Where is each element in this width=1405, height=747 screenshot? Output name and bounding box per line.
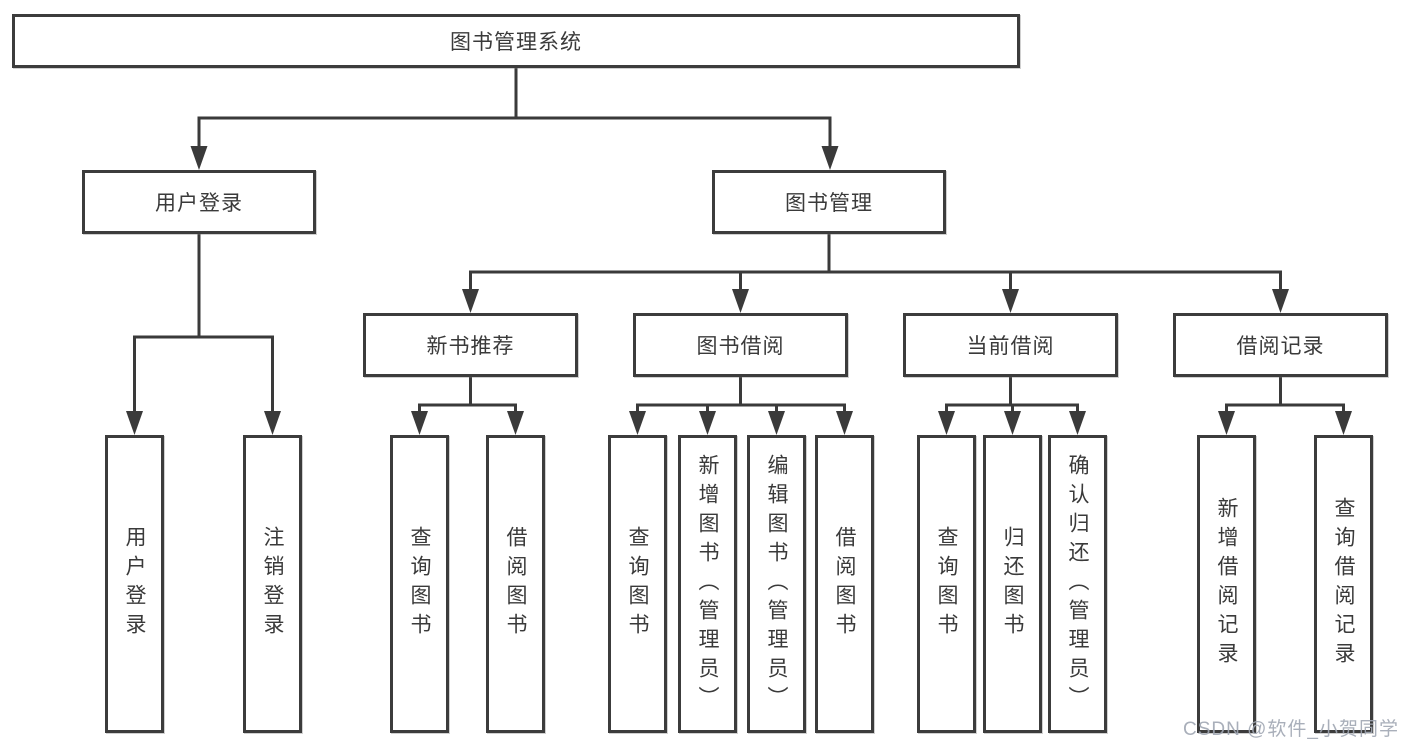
node-library-system: 图书管理系统 — [12, 14, 1020, 68]
leaf-return-books: 归还图书 — [983, 435, 1042, 733]
leaf-edit-book-admin-label: 编辑图书（管理员） — [765, 453, 788, 715]
node-new-book-recommend-label: 新书推荐 — [426, 335, 515, 358]
leaf-user-login: 用户登录 — [105, 435, 164, 733]
node-library-system-label: 图书管理系统 — [450, 31, 582, 54]
leaf-borrow-books-recommend: 借阅图书 — [486, 435, 545, 733]
leaf-user-login-label: 用户登录 — [123, 526, 146, 642]
leaf-confirm-return-admin-label: 确认归还（管理员） — [1066, 453, 1089, 715]
leaf-query-books-current: 查询图书 — [917, 435, 976, 733]
node-borrow-records: 借阅记录 — [1173, 313, 1388, 377]
leaf-query-books-recommend: 查询图书 — [390, 435, 449, 733]
leaf-query-books-borrow-label: 查询图书 — [626, 526, 649, 642]
leaf-borrow-books-recommend-label: 借阅图书 — [504, 526, 527, 642]
node-book-borrow-label: 图书借阅 — [696, 335, 785, 358]
node-user-login: 用户登录 — [82, 170, 316, 234]
leaf-query-borrow-record: 查询借阅记录 — [1314, 435, 1373, 733]
node-new-book-recommend: 新书推荐 — [363, 313, 578, 377]
node-current-borrow-label: 当前借阅 — [966, 335, 1055, 358]
node-book-borrow: 图书借阅 — [633, 313, 848, 377]
node-current-borrow: 当前借阅 — [903, 313, 1118, 377]
leaf-edit-book-admin: 编辑图书（管理员） — [747, 435, 806, 733]
leaf-query-books-borrow: 查询图书 — [608, 435, 667, 733]
node-borrow-records-label: 借阅记录 — [1236, 335, 1325, 358]
leaf-logout: 注销登录 — [243, 435, 302, 733]
leaf-borrow-books: 借阅图书 — [815, 435, 874, 733]
leaf-query-books-current-label: 查询图书 — [935, 526, 958, 642]
leaf-query-borrow-record-label: 查询借阅记录 — [1332, 497, 1355, 671]
leaf-add-borrow-record: 新增借阅记录 — [1197, 435, 1256, 733]
leaf-return-books-label: 归还图书 — [1001, 526, 1024, 642]
node-book-management: 图书管理 — [712, 170, 946, 234]
leaf-add-book-admin-label: 新增图书（管理员） — [696, 453, 719, 715]
leaf-query-books-recommend-label: 查询图书 — [408, 526, 431, 642]
leaf-borrow-books-label: 借阅图书 — [833, 526, 856, 642]
leaf-confirm-return-admin: 确认归还（管理员） — [1048, 435, 1107, 733]
leaf-add-book-admin: 新增图书（管理员） — [678, 435, 737, 733]
csdn-watermark: CSDN @软件_小贺同学 — [1183, 719, 1399, 740]
node-book-management-label: 图书管理 — [785, 192, 873, 215]
leaf-logout-label: 注销登录 — [261, 526, 284, 642]
node-user-login-label: 用户登录 — [155, 192, 243, 215]
leaf-add-borrow-record-label: 新增借阅记录 — [1215, 497, 1238, 671]
